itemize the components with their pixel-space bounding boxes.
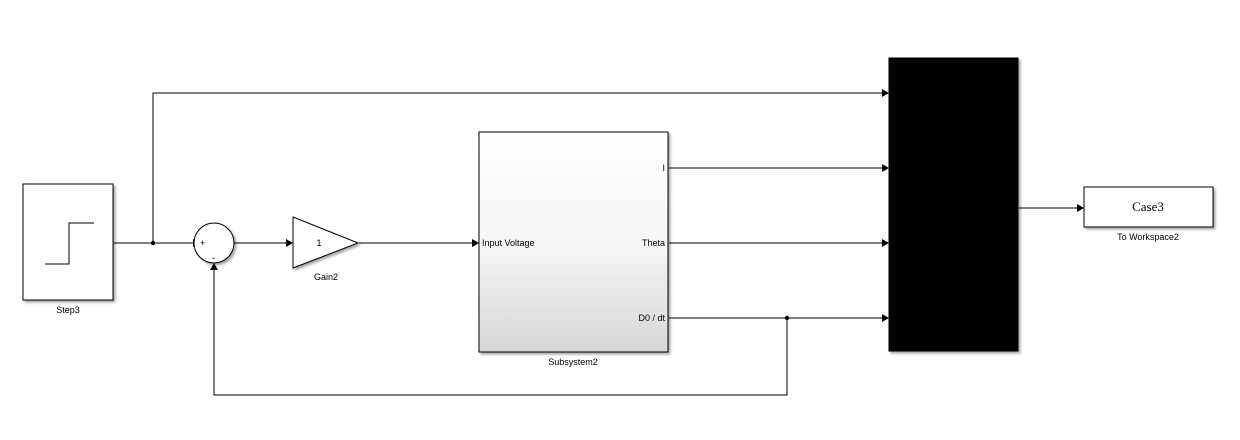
arrowhead-sum-minus — [210, 263, 218, 270]
sum-minus-sign: - — [212, 253, 215, 263]
gain-block-body[interactable] — [292, 216, 360, 269]
sum-block[interactable]: + - — [193, 222, 235, 264]
subsystem-output-port-theta: Theta — [642, 238, 665, 248]
step-block-label: Step3 — [56, 305, 80, 315]
signal-feedback-to-sum[interactable] — [213, 270, 788, 396]
to-workspace-block-body[interactable] — [1083, 186, 1214, 228]
step-block-body[interactable] — [22, 183, 114, 301]
subsystem-output-port-i: I — [662, 163, 665, 173]
sum-block-body[interactable] — [193, 222, 235, 264]
subsystem-block[interactable]: Input Voltage I Theta D0 / dt Subsystem2 — [478, 131, 669, 367]
signal-step-to-mux-1[interactable] — [152, 92, 882, 243]
branch-points — [150, 240, 790, 321]
to-workspace-variable: Case3 — [1132, 199, 1164, 214]
step-icon — [45, 222, 94, 265]
to-workspace-block[interactable]: Case3 To Workspace2 — [1083, 186, 1214, 242]
gain-block[interactable]: 1 Gain2 — [292, 216, 360, 282]
gain-value: 1 — [316, 238, 321, 248]
arrowhead-workspace-in — [1077, 204, 1084, 212]
arrowhead-mux-in-1 — [882, 89, 889, 97]
arrowhead-mux-in-2 — [882, 164, 889, 172]
mux-block-body[interactable] — [888, 57, 1019, 352]
sum-plus-sign: + — [200, 238, 205, 248]
step-block[interactable]: Step3 — [22, 183, 114, 315]
mux-block[interactable] — [888, 57, 1019, 352]
arrowhead-gain-in — [286, 239, 293, 247]
signal-lines — [114, 92, 1077, 396]
arrowhead-mux-in-4 — [882, 314, 889, 322]
branch-point-feedback — [784, 315, 790, 321]
subsystem-block-body[interactable] — [478, 131, 669, 353]
subsystem-block-label: Subsystem2 — [548, 357, 598, 367]
arrowhead-subsystem-in — [472, 239, 479, 247]
branch-point-step — [150, 240, 156, 246]
subsystem-input-port-label: Input Voltage — [482, 238, 535, 248]
subsystem-output-port-dtheta: D0 / dt — [638, 313, 665, 323]
gain-block-label: Gain2 — [314, 272, 338, 282]
to-workspace-block-label: To Workspace2 — [1117, 232, 1179, 242]
arrowhead-mux-in-3 — [882, 239, 889, 247]
